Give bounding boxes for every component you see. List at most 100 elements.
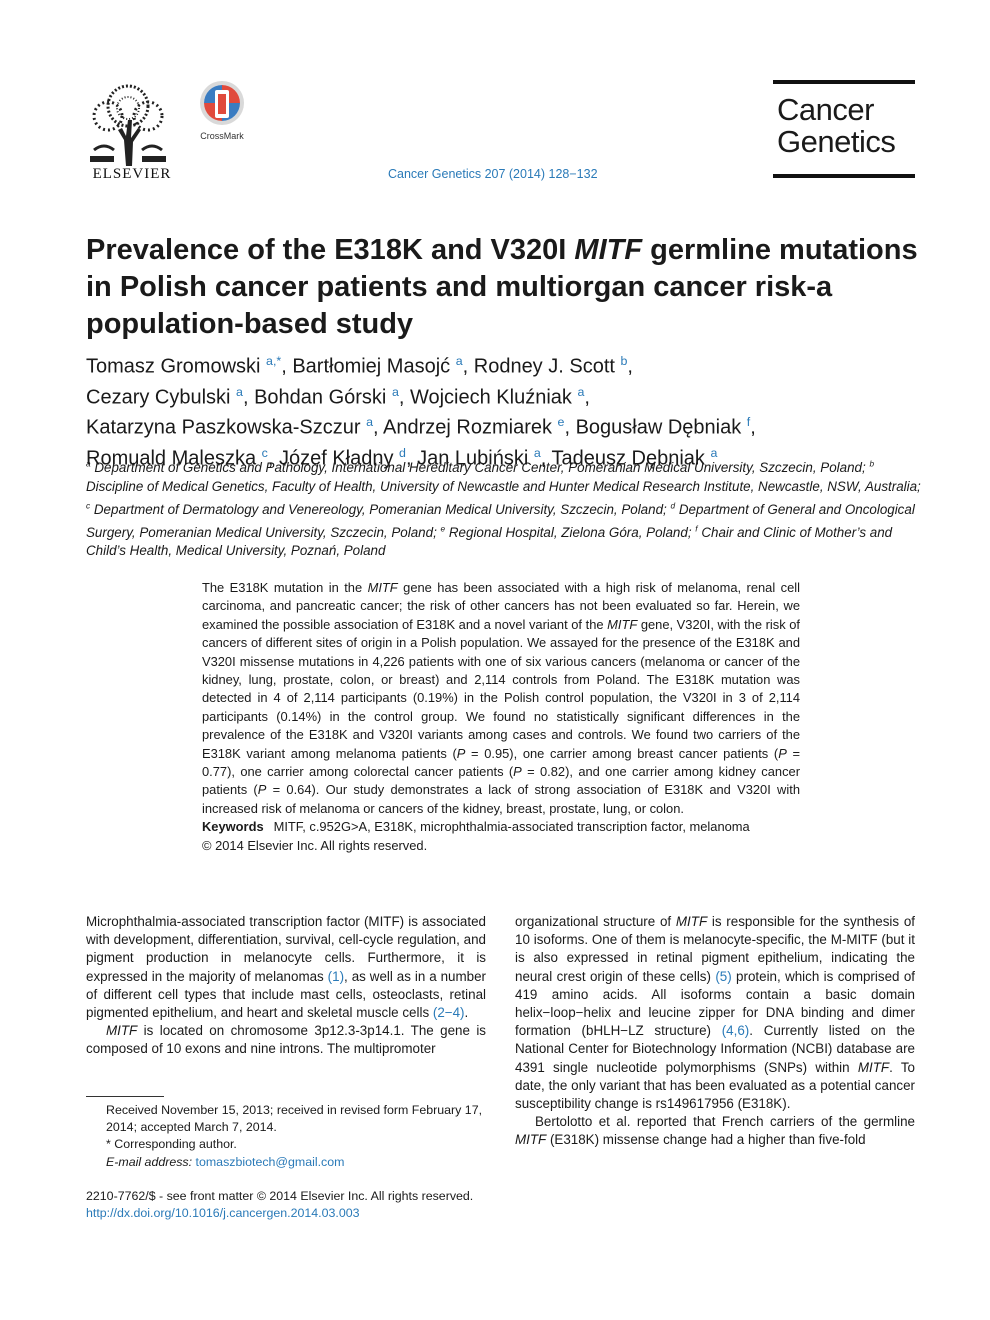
author-name[interactable]: Romuald Maleszka (86, 447, 257, 470)
author-affiliation-marker[interactable]: b (620, 354, 628, 368)
author-affiliation-marker[interactable]: a (236, 384, 243, 399)
affiliation-text: Department of Genetics and Pathology, In… (94, 460, 866, 476)
author-affiliation-marker[interactable]: a (533, 445, 541, 460)
author-affiliation-marker[interactable]: a (391, 384, 399, 399)
article-title: Prevalence of the E318K and V320I MITF g… (86, 232, 926, 343)
author-name[interactable]: Andrzej Rozmiarek (383, 416, 552, 439)
affiliation-text: Discipline of Medical Genetics, Faculty … (86, 478, 921, 494)
author-separator: , (242, 386, 255, 409)
reference-link[interactable]: (4,6) (721, 1023, 750, 1039)
received-dates: Received November 15, 2013; received in … (106, 1103, 483, 1135)
author-name[interactable]: Józef Kładny (278, 447, 394, 470)
abstract-copyright: © 2014 Elsevier Inc. All rights reserved… (202, 837, 428, 853)
affiliation-item: f Chair and Clinic of Mother’s and Child… (86, 523, 893, 559)
affiliation-marker: d (670, 500, 676, 511)
author-name[interactable]: Bohdan Górski (254, 386, 387, 409)
author-separator: , (584, 386, 590, 409)
affiliation-item: b Discipline of Medical Genetics, Facult… (86, 459, 921, 494)
author-affiliation-marker[interactable]: c (261, 445, 268, 460)
author-name[interactable]: Tomasz Gromowski (86, 355, 261, 378)
author-affiliation-marker[interactable]: a (366, 415, 374, 430)
footnotes: Received November 15, 2013; received in … (86, 1096, 486, 1171)
affiliation-marker: a (86, 459, 91, 469)
affiliation-marker: b (869, 459, 875, 469)
author-separator: , (267, 447, 279, 470)
crossmark-badge[interactable]: CrossMark (192, 80, 252, 141)
doi-link[interactable]: http://dx.doi.org/10.1016/j.cancergen.20… (86, 1206, 360, 1221)
elsevier-tree-logo-icon (84, 80, 172, 166)
author-separator: , (462, 355, 474, 378)
abstract-text: The E318K mutation in the MITF gene has … (202, 580, 801, 816)
email-label: E-mail address: (106, 1154, 193, 1169)
author-name[interactable]: Bartłomiej Masojć (292, 355, 451, 378)
body-paragraph: Bertolotto et al. reported that French c… (515, 1114, 915, 1148)
author-affiliation-marker[interactable]: a,* (266, 354, 282, 368)
journal-name-line1: Cancer (777, 92, 874, 127)
affiliation-text: Department of General and Oncological Su… (86, 501, 915, 540)
body-paragraph: MITF is located on chromosome 3p12.3-3p1… (86, 1023, 486, 1057)
body-paragraph: Microphthalmia-associated transcription … (86, 914, 486, 1021)
affiliation-marker: f (695, 523, 698, 534)
body-column-right: organizational structure of MITF is resp… (515, 913, 915, 1150)
email-line: E-mail address: tomaszbiotech@gmail.com (86, 1154, 486, 1171)
journal-logo[interactable]: Cancer Genetics (773, 80, 915, 178)
title-gene: MITF (574, 234, 643, 266)
reference-link[interactable]: (5) (715, 968, 732, 984)
author-name[interactable]: Wojciech Kluźniak (409, 386, 572, 409)
footnote-separator (86, 1096, 164, 1097)
affiliations: a Department of Genetics and Pathology, … (86, 455, 926, 560)
author-separator: , (373, 416, 384, 439)
body-column-left: Microphthalmia-associated transcription … (86, 913, 486, 1059)
keywords-list: MITF, c.952G>A, E318K, microphthalmia-as… (273, 819, 750, 835)
author-separator: , (750, 416, 756, 439)
title-part: germline mutations in Polish cancer pati… (86, 234, 918, 340)
author-separator: , (398, 386, 410, 409)
abstract: The E318K mutation in the MITF gene has … (202, 579, 800, 855)
body-paragraph: organizational structure of MITF is resp… (515, 914, 916, 1112)
front-matter: 2210-7762/$ - see front matter © 2014 El… (86, 1188, 546, 1223)
affiliation-text: Regional Hospital, Zielona Góra, Poland; (448, 524, 692, 540)
reference-link[interactable]: (2−4) (432, 1005, 465, 1021)
author-list: Tomasz Gromowski a,*, Bartłomiej Masojć … (86, 349, 926, 472)
affiliation-item: a Department of Genetics and Pathology, … (86, 459, 869, 476)
affiliation-marker: c (86, 500, 91, 511)
issn-line: 2210-7762/$ - see front matter © 2014 El… (86, 1189, 474, 1203)
affiliation-item: d Department of General and Oncological … (86, 500, 915, 540)
author-separator: , (281, 355, 293, 378)
journal-rule-bottom (773, 174, 915, 178)
journal-name: Cancer Genetics (777, 92, 896, 159)
affiliation-marker: e (440, 523, 446, 534)
publisher-name: ELSEVIER (92, 166, 172, 182)
crossmark-icon (200, 81, 244, 125)
author-name[interactable]: Jan Lubiński (417, 447, 529, 470)
journal-citation[interactable]: Cancer Genetics 207 (2014) 128−132 (388, 167, 598, 181)
affiliation-item: e Regional Hospital, Zielona Góra, Polan… (440, 523, 696, 540)
journal-name-line2: Genetics (777, 124, 896, 159)
author-separator: , (540, 447, 552, 470)
affiliation-text: Department of Dermatology and Venereolog… (93, 501, 667, 517)
author-affiliation-marker[interactable]: e (557, 415, 565, 430)
reference-link[interactable]: (1) (327, 968, 345, 984)
author-affiliation-marker[interactable]: a (577, 384, 585, 399)
title-part: Prevalence of the E318K and V320I (86, 234, 575, 266)
author-separator: , (405, 447, 418, 470)
author-separator: , (564, 416, 576, 439)
author-name[interactable]: Bogusław Dębniak (575, 416, 742, 439)
author-affiliation-marker[interactable]: d (399, 445, 406, 460)
journal-rule-top (773, 80, 915, 84)
author-name[interactable]: Cezary Cybulski (86, 386, 231, 409)
keywords-label: Keywords (202, 819, 264, 835)
author-affiliation-marker[interactable]: f (746, 415, 751, 430)
author-name[interactable]: Tadeusz Dębniak (551, 447, 705, 470)
corresponding-author: * Corresponding author. (106, 1137, 237, 1152)
affiliation-item: c Department of Dermatology and Venereol… (86, 500, 670, 517)
author-name[interactable]: Katarzyna Paszkowska-Szczur (86, 416, 361, 439)
keywords: Keywords MITF, c.952G>A, E318K, microphth… (202, 818, 800, 836)
author-name[interactable]: Rodney J. Scott (473, 355, 615, 378)
affiliation-text: Chair and Clinic of Mother’s and Child’s… (86, 524, 893, 559)
author-separator: , (627, 355, 633, 378)
author-affiliation-marker[interactable]: a (455, 354, 463, 368)
author-affiliation-marker[interactable]: a (710, 445, 718, 460)
publisher-logo[interactable]: ELSEVIER (84, 80, 180, 184)
email-link[interactable]: tomaszbiotech@gmail.com (195, 1154, 345, 1169)
